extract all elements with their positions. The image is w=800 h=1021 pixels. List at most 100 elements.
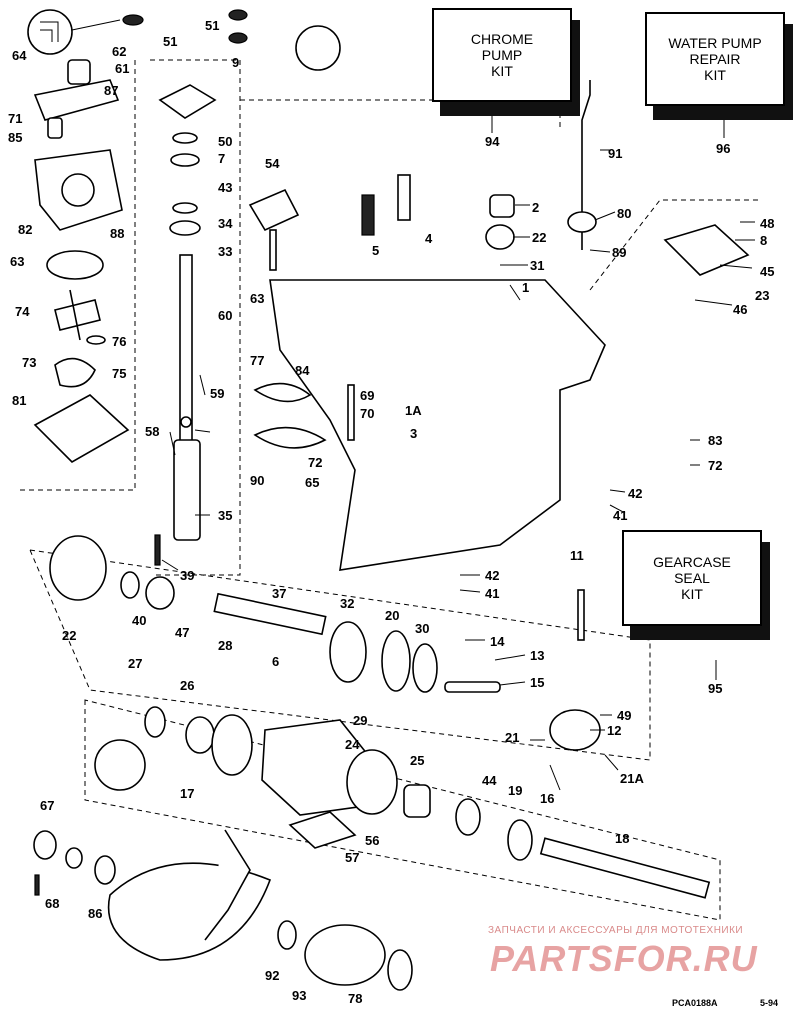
callout-29: 29 xyxy=(353,713,367,728)
propeller-group xyxy=(33,829,413,991)
callout-17: 17 xyxy=(180,786,194,801)
cotter-68 xyxy=(34,874,40,896)
lower-gear-train xyxy=(49,535,711,899)
callout-71: 71 xyxy=(8,111,22,126)
washer-30 xyxy=(412,643,438,693)
callout-42: 42 xyxy=(485,568,499,583)
seal-7 xyxy=(172,132,198,144)
forward-gear-22 xyxy=(49,535,107,601)
callout-31: 31 xyxy=(530,258,544,273)
retainer-50 xyxy=(158,84,217,119)
callout-76: 76 xyxy=(112,334,126,349)
callout-26: 26 xyxy=(180,678,194,693)
callout-7: 7 xyxy=(218,151,225,166)
cover-61 xyxy=(67,59,91,85)
callout-13: 13 xyxy=(530,648,544,663)
callout-14: 14 xyxy=(490,634,505,649)
thrust-washer-93 xyxy=(304,924,386,986)
washer-34 xyxy=(172,202,198,214)
callout-90: 90 xyxy=(250,473,264,488)
callout-88: 88 xyxy=(110,226,124,241)
callout-89: 89 xyxy=(612,245,626,260)
o-ring-17 xyxy=(211,714,253,776)
grommet-51 xyxy=(122,14,144,26)
washer-44 xyxy=(455,798,481,836)
callout-6: 6 xyxy=(272,654,279,669)
left-dashed-group xyxy=(20,60,136,491)
bolt-70 xyxy=(347,384,355,441)
callout-30: 30 xyxy=(415,621,429,636)
water-pump-repair-kit-box: WATER PUMP REPAIR KIT xyxy=(645,12,795,122)
clip-detail-circle-3 xyxy=(94,739,146,791)
callout-4: 4 xyxy=(425,231,433,246)
washer-67b xyxy=(65,847,83,869)
callout-44: 44 xyxy=(482,773,497,788)
bushing-85 xyxy=(47,117,63,139)
shaft-37 xyxy=(213,592,327,636)
callout-94: 94 xyxy=(485,134,500,149)
callout-81: 81 xyxy=(12,393,26,408)
callout-51: 51 xyxy=(205,18,219,33)
callout-18: 18 xyxy=(615,831,629,846)
callout-47: 47 xyxy=(175,625,189,640)
callout-72: 72 xyxy=(308,455,322,470)
callout-70: 70 xyxy=(360,406,374,421)
impeller-74 xyxy=(54,289,101,341)
plate-90 xyxy=(253,426,327,449)
gearcase-body xyxy=(248,80,750,571)
callout-77: 77 xyxy=(250,353,264,368)
liner-63 xyxy=(46,250,104,280)
callout-96: 96 xyxy=(716,141,730,156)
bearing-33 xyxy=(169,220,201,236)
callout-82: 82 xyxy=(18,222,32,237)
rod-15 xyxy=(444,681,501,693)
chrome-pump-kit-box: CHROME PUMP KIT xyxy=(432,8,582,118)
watermark-tagline: ЗАПЧАСТИ И АКСЕССУАРЫ ДЛЯ МОТОТЕХНИКИ xyxy=(488,925,744,936)
callout-74: 74 xyxy=(15,304,30,319)
callout-41: 41 xyxy=(485,586,499,601)
callout-12: 12 xyxy=(607,723,621,738)
callout-23: 23 xyxy=(755,288,769,303)
callout-9: 9 xyxy=(232,55,239,70)
callout-61: 61 xyxy=(115,61,129,76)
callout-35: 35 xyxy=(218,508,232,523)
gear-22-top xyxy=(485,224,515,250)
callout-28: 28 xyxy=(218,638,232,653)
clutch-47 xyxy=(145,576,175,610)
callout-86: 86 xyxy=(88,906,102,921)
callout-33: 33 xyxy=(218,244,232,259)
callout-21: 21 xyxy=(505,730,519,745)
callout-63: 63 xyxy=(250,291,264,306)
callout-59: 59 xyxy=(210,386,224,401)
bearing-26 xyxy=(185,716,215,754)
callout-65: 65 xyxy=(305,475,319,490)
callout-57: 57 xyxy=(345,850,359,865)
callout-68: 68 xyxy=(45,896,59,911)
plate-56 xyxy=(288,811,357,849)
water-pump-assembly xyxy=(27,9,144,463)
callout-1A: 1A xyxy=(405,403,422,418)
callout-85: 85 xyxy=(8,130,22,145)
gear-32 xyxy=(329,621,367,683)
callout-22: 22 xyxy=(62,628,76,643)
prop-dashed-group xyxy=(84,699,721,921)
callout-46: 46 xyxy=(733,302,747,317)
callout-15: 15 xyxy=(530,675,544,690)
callout-48: 48 xyxy=(760,216,774,231)
callout-45: 45 xyxy=(760,264,774,279)
callout-43: 43 xyxy=(218,180,232,195)
o-ring-76 xyxy=(86,335,106,345)
thrust-hub-92 xyxy=(277,920,297,950)
callout-42: 42 xyxy=(628,486,642,501)
callout-58: 58 xyxy=(145,424,159,439)
callout-95: 95 xyxy=(708,681,722,696)
bearing-40 xyxy=(120,571,140,599)
callout-27: 27 xyxy=(128,656,142,671)
propeller-shaft-18 xyxy=(539,837,711,899)
callout-67: 67 xyxy=(40,798,54,813)
water-tube-91 xyxy=(581,80,591,250)
callout-40: 40 xyxy=(132,613,146,628)
callout-87: 87 xyxy=(104,83,118,98)
callout-72: 72 xyxy=(708,458,722,473)
